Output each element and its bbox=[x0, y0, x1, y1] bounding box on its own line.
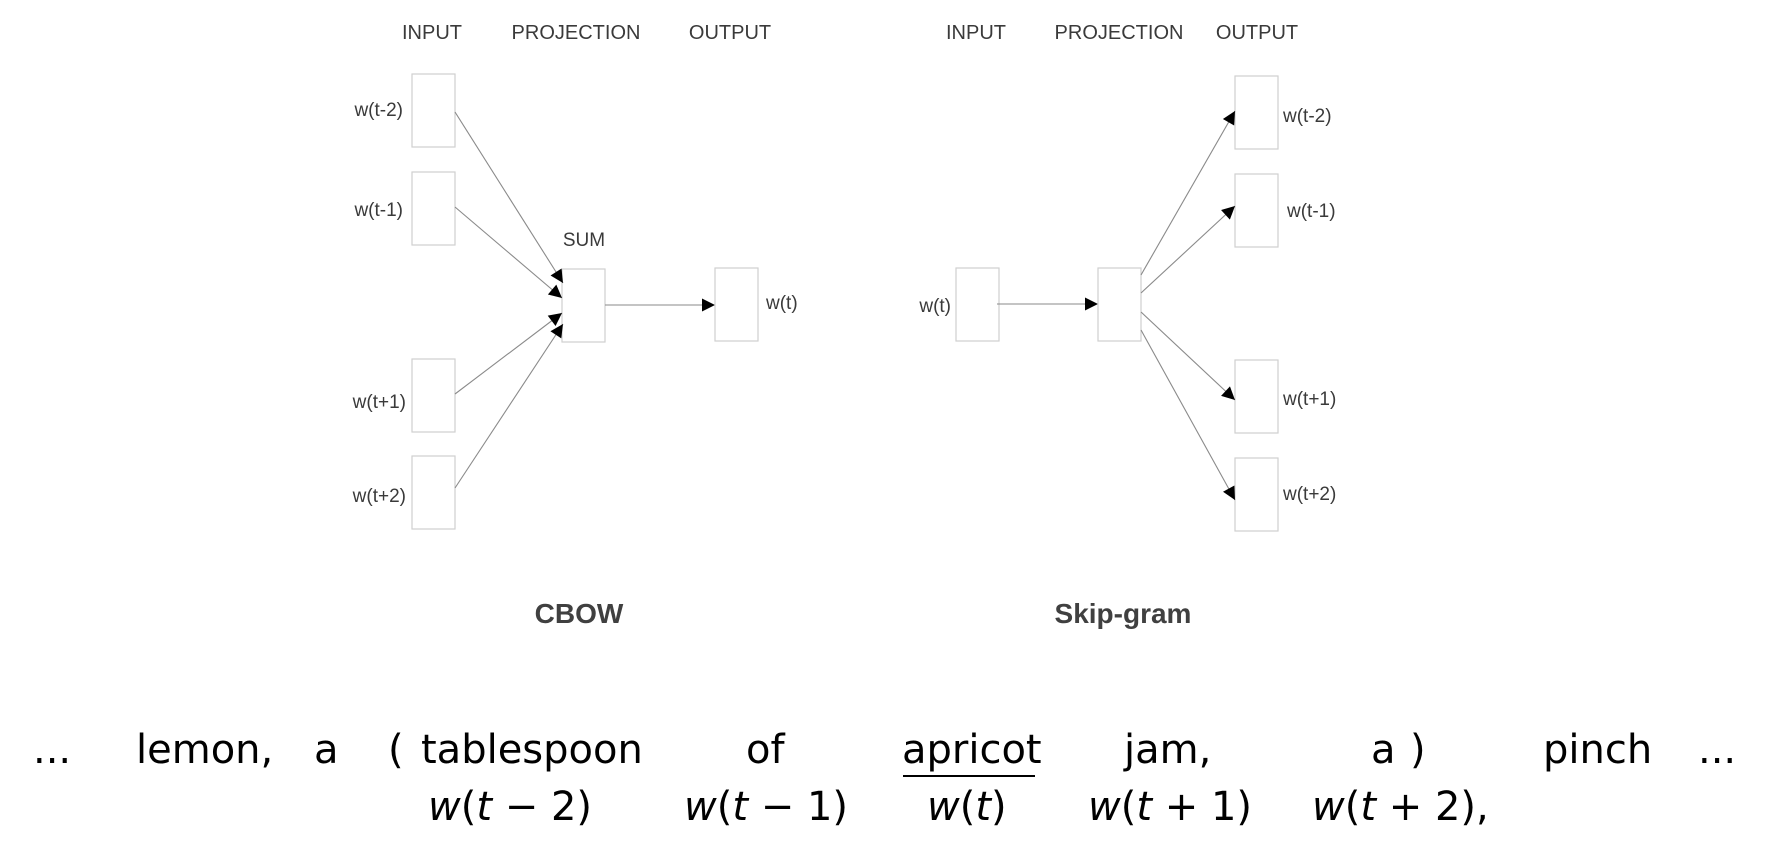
cbow-output-label: w(t) bbox=[765, 293, 798, 314]
skipgram-model: INPUT PROJECTION OUTPUT w(t) w(t-2) w(t-… bbox=[918, 22, 1336, 629]
cbow-model: INPUT PROJECTION OUTPUT w(t-2) w(t-1) w(… bbox=[352, 22, 798, 629]
position-label: w(t − 1) bbox=[684, 787, 848, 827]
skipgram-projection-header: PROJECTION bbox=[1055, 22, 1184, 44]
context-window-open-bracket: ( bbox=[388, 727, 404, 773]
cbow-input-label: w(t+1) bbox=[352, 392, 406, 413]
context-word: of bbox=[746, 727, 785, 773]
skipgram-input-header: INPUT bbox=[946, 22, 1006, 44]
cbow-input-box bbox=[411, 455, 456, 530]
skipgram-output-label: w(t-2) bbox=[1282, 106, 1332, 127]
target-word: apricot bbox=[902, 727, 1042, 773]
skipgram-edge-arrow bbox=[1140, 329, 1236, 501]
skipgram-output-label: w(t-1) bbox=[1286, 201, 1336, 222]
cbow-input-box bbox=[411, 73, 456, 148]
position-label-target: w(t) bbox=[927, 787, 1007, 827]
position-label-t: t bbox=[1360, 784, 1377, 830]
position-label-paren: ( bbox=[716, 784, 733, 830]
cbow-input-header: INPUT bbox=[402, 22, 462, 44]
cbow-input-box bbox=[411, 358, 456, 433]
position-label-t: t bbox=[476, 784, 493, 830]
skipgram-output-box bbox=[1234, 173, 1279, 248]
sentence-word: a bbox=[314, 727, 339, 773]
position-label-w: w bbox=[684, 784, 717, 830]
position-label-paren: ( bbox=[1120, 784, 1137, 830]
position-label: w(t − 2) bbox=[428, 787, 592, 827]
position-label-w: w bbox=[1312, 784, 1345, 830]
cbow-edge-arrow bbox=[454, 323, 564, 489]
position-label-offset: ) bbox=[991, 784, 1007, 830]
skipgram-edge-arrow bbox=[1140, 110, 1236, 276]
cbow-projection-header: PROJECTION bbox=[512, 22, 641, 44]
cbow-output-header: OUTPUT bbox=[689, 22, 771, 44]
position-label-t: t bbox=[975, 784, 992, 830]
cbow-edge-arrow bbox=[454, 206, 563, 299]
position-label-offset: + 1) bbox=[1152, 784, 1253, 830]
skipgram-output-box bbox=[1234, 75, 1279, 150]
position-label-w: w bbox=[1088, 784, 1121, 830]
skipgram-output-header: OUTPUT bbox=[1216, 22, 1298, 44]
cbow-projection-box bbox=[561, 268, 606, 343]
position-label-t: t bbox=[732, 784, 749, 830]
context-word: a bbox=[1371, 727, 1396, 773]
sentence-word: lemon, bbox=[136, 727, 274, 773]
cbow-input-label: w(t-1) bbox=[353, 200, 403, 221]
cbow-edge-arrow bbox=[454, 312, 563, 395]
skipgram-input-label: w(t) bbox=[918, 296, 951, 317]
position-label-paren: ( bbox=[460, 784, 477, 830]
position-label-offset: + 2), bbox=[1376, 784, 1489, 830]
context-word: jam, bbox=[1124, 727, 1212, 773]
skipgram-output-label: w(t+2) bbox=[1282, 484, 1336, 505]
cbow-output-box bbox=[714, 267, 759, 342]
position-label: w(t + 2), bbox=[1312, 787, 1489, 827]
position-label-w: w bbox=[927, 784, 960, 830]
skipgram-edge-arrow bbox=[1140, 205, 1236, 294]
skipgram-edge-arrow bbox=[1140, 311, 1236, 401]
skipgram-output-box bbox=[1234, 457, 1279, 532]
cbow-input-label: w(t+2) bbox=[352, 486, 406, 507]
sentence-ellipsis-right: ... bbox=[1698, 727, 1737, 773]
sentence-word: pinch bbox=[1543, 727, 1653, 773]
position-label-offset: − 1) bbox=[748, 784, 849, 830]
skipgram-output-box bbox=[1234, 359, 1279, 434]
skipgram-projection-box bbox=[1097, 267, 1142, 342]
position-label-t: t bbox=[1136, 784, 1153, 830]
sentence-ellipsis-left: ... bbox=[33, 727, 72, 773]
skipgram-output-label: w(t+1) bbox=[1282, 389, 1336, 410]
skipgram-title: Skip-gram bbox=[1055, 598, 1192, 629]
position-label: w(t + 1) bbox=[1088, 787, 1252, 827]
cbow-input-label: w(t-2) bbox=[353, 100, 403, 121]
cbow-title: CBOW bbox=[535, 598, 624, 629]
position-label-paren: ( bbox=[959, 784, 976, 830]
cbow-input-box bbox=[411, 171, 456, 246]
context-window-close-bracket: ) bbox=[1410, 727, 1426, 773]
position-label-w: w bbox=[428, 784, 461, 830]
position-label-offset: − 2) bbox=[492, 784, 593, 830]
cbow-sum-label: SUM bbox=[563, 230, 605, 251]
position-label-paren: ( bbox=[1344, 784, 1361, 830]
cbow-edge-arrow bbox=[454, 111, 564, 284]
skipgram-input-box bbox=[955, 267, 1000, 342]
target-underline bbox=[903, 775, 1035, 777]
context-word: tablespoon bbox=[421, 727, 643, 773]
